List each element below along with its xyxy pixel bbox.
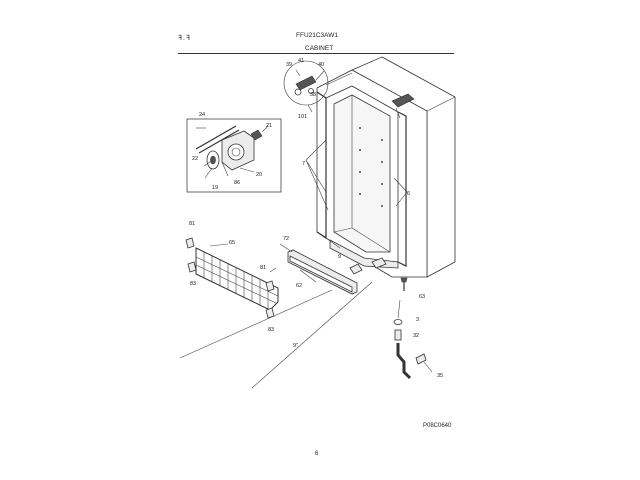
callout-83-left: 83 bbox=[190, 281, 196, 287]
callout-41: 41 bbox=[298, 58, 304, 64]
callout-19: 19 bbox=[212, 185, 218, 191]
callout-6: 6 bbox=[407, 191, 410, 197]
callout-40: 40 bbox=[318, 62, 324, 68]
callout-65: 65 bbox=[229, 240, 235, 246]
callout-72: 72 bbox=[283, 236, 289, 242]
kick-panel-part bbox=[279, 243, 358, 295]
callout-7: 7 bbox=[302, 161, 305, 167]
leader-lines bbox=[179, 127, 408, 389]
grille-part bbox=[185, 237, 279, 319]
callout-86: 86 bbox=[234, 180, 240, 186]
callout-38: 38 bbox=[310, 92, 316, 98]
callout-81-right: 81 bbox=[260, 265, 266, 271]
callout-83-right: 83 bbox=[268, 327, 274, 333]
callout-101: 101 bbox=[298, 114, 307, 120]
callout-9-tail: 9" bbox=[293, 343, 298, 349]
callout-62: 62 bbox=[296, 283, 302, 289]
drawing-code: P08C0640 bbox=[423, 423, 452, 429]
section-title: CABINET bbox=[305, 45, 334, 52]
callout-63: 63 bbox=[419, 294, 425, 300]
drain-assembly bbox=[393, 299, 433, 380]
callout-labels: 39 41 40 38 101 24 21 22 19 20 86 7 6 81… bbox=[189, 58, 443, 379]
hinge-detail-inset bbox=[283, 60, 353, 113]
base-hardware bbox=[269, 257, 408, 291]
cabinet-body bbox=[316, 56, 456, 278]
callout-39: 39 bbox=[286, 62, 292, 68]
brand-logo: ꟻ.ꟻ bbox=[178, 35, 191, 42]
model-number: FFU21C3AW1 bbox=[296, 32, 339, 39]
control-detail-inset bbox=[186, 118, 282, 193]
callout-24: 24 bbox=[199, 112, 205, 118]
header-rule bbox=[178, 53, 454, 54]
callout-81-left: 81 bbox=[189, 221, 195, 227]
callout-9: 9 bbox=[338, 254, 341, 260]
callout-21: 21 bbox=[266, 123, 272, 129]
callout-32: 32 bbox=[413, 333, 419, 339]
callout-22: 22 bbox=[192, 156, 198, 162]
callout-20: 20 bbox=[256, 172, 262, 178]
page-number: 6 bbox=[315, 451, 319, 457]
callout-35: 35 bbox=[437, 373, 443, 379]
callout-3: 3 bbox=[416, 317, 419, 323]
